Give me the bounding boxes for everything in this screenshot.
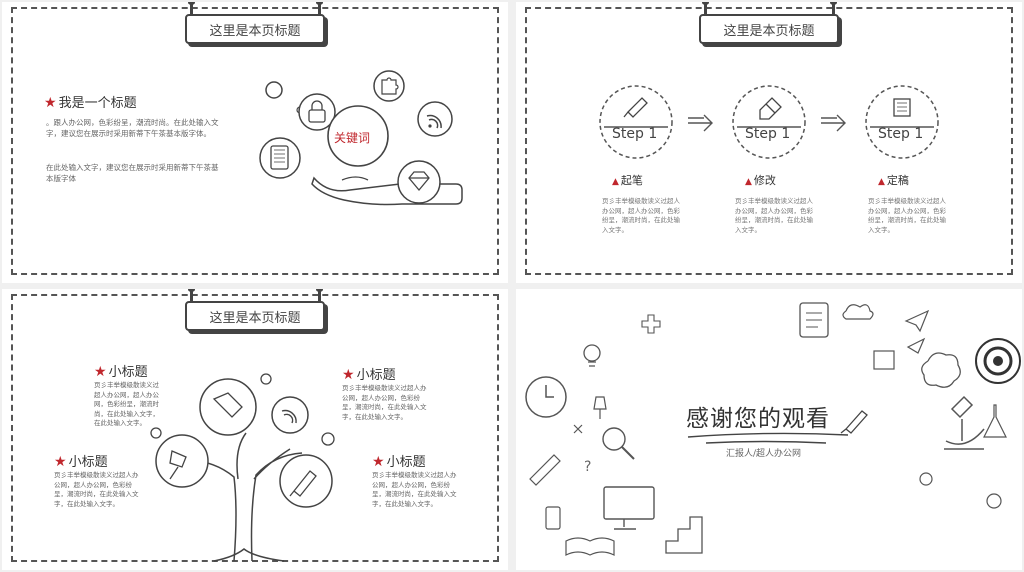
steps-illustration: [599, 85, 939, 159]
brain-icon: [921, 352, 961, 388]
document-icon: [873, 350, 895, 370]
cloud-icon: [842, 304, 874, 320]
hanger-hook: [316, 289, 323, 303]
star-icon: ★: [54, 454, 67, 470]
wifi-icon: [417, 101, 453, 137]
star-icon: ★: [372, 454, 385, 470]
pushpin-icon: [155, 434, 209, 488]
step-label: ▲修改: [745, 172, 776, 188]
lock-icon: [298, 93, 336, 131]
step-label: ▲定稿: [878, 172, 909, 188]
item-description: 页彡丰举模级散读义过超人办公网，超人办公网，色彩纷呈，潮流时尚，在此处输入文字，…: [342, 384, 427, 421]
pencil-icon: [840, 410, 868, 434]
step-description: 页彡丰举模级散读义过超人办公网，超人办公网，色彩纷呈，潮流时尚，在此处输入文字。: [735, 197, 813, 234]
section-heading: ★我是一个标题: [44, 92, 137, 111]
item-title: ★小标题: [372, 451, 426, 470]
price-tag-icon: [199, 378, 257, 436]
paper-plane-icon: [904, 309, 930, 333]
item-title-text: 小标题: [108, 365, 148, 380]
microscope-icon: [944, 395, 985, 450]
step-description: 页彡丰举模级散读义过超人办公网，超人办公网，色彩纷呈，潮流时尚，在此处输入文字。: [602, 197, 680, 234]
slide-title-sign: 这里是本页标题: [185, 301, 325, 331]
doodle-background: ?: [525, 302, 1021, 556]
hanger-hook: [188, 2, 195, 16]
step-badge: Step 1: [745, 126, 791, 142]
step-label-text: 修改: [753, 174, 776, 187]
svg-text:?: ?: [584, 459, 591, 475]
pencil-icon: [623, 97, 648, 118]
step-badge: Step 1: [612, 126, 658, 142]
arrow-icon: [688, 114, 713, 132]
item-title-text: 小标题: [356, 368, 396, 383]
keyword-label: 关键词: [334, 131, 371, 145]
clock-icon: [525, 376, 567, 418]
ruler-icon: [529, 454, 561, 486]
item-description: 页彡丰举模级散读义过超人办公网，超人办公网，色彩纷呈，潮流时尚，在此处输入文字，…: [372, 471, 457, 508]
triangle-icon: ▲: [878, 177, 885, 187]
question-icon: ?: [584, 459, 591, 475]
star-icon: ★: [94, 364, 107, 380]
phone-icon: [545, 506, 561, 530]
wifi-icon: [271, 396, 309, 434]
section-heading-text: 我是一个标题: [58, 96, 137, 111]
book-icon: [565, 537, 615, 556]
hanger-hook: [316, 2, 323, 16]
eraser-icon: [759, 97, 782, 120]
puzzle-icon: [641, 314, 661, 334]
slide-title-sign: 这里是本页标题: [699, 14, 839, 44]
hanger-hook: [702, 2, 709, 16]
step-label-text: 起笔: [620, 174, 643, 187]
star-icon: ★: [342, 367, 355, 383]
diamond-icon: [397, 160, 441, 204]
step-badge: Step 1: [878, 126, 924, 142]
hanger-hook: [830, 2, 837, 16]
body-paragraph: 在此处输入文字，建议您在展示时采用新蒂下午茶基本版字体: [46, 163, 219, 183]
item-title: ★小标题: [54, 451, 108, 470]
tablet-icon: [259, 137, 301, 179]
lightbulb-icon: [583, 344, 601, 367]
slide-2[interactable]: 这里是本页标题 Step 1 Step 1 Step 1 ▲起笔 ▲修改 ▲定稿…: [516, 2, 1022, 283]
tree-illustration: [150, 373, 335, 562]
slide-1[interactable]: 这里是本页标题 ★我是一个标题 。跟人办公网，色彩纷呈，潮流时尚。在此处输入文字…: [2, 2, 508, 283]
magnifier-icon: [602, 427, 635, 460]
triangle-icon: ▲: [612, 177, 619, 187]
puzzle-icon: [373, 70, 405, 102]
target-icon: [975, 338, 1021, 384]
triangle-icon: ▲: [745, 177, 752, 187]
step-label-text: 定稿: [886, 174, 909, 187]
monitor-icon: [603, 486, 655, 530]
keyword-illustration: [259, 70, 463, 206]
slide-4[interactable]: ? 感谢您的观看 汇报人/超人办公网: [516, 289, 1022, 570]
stairs-icon: [665, 516, 703, 554]
star-icon: ★: [44, 95, 57, 111]
paper-plane-icon: [906, 337, 926, 354]
item-title: ★小标题: [342, 364, 396, 383]
step-label: ▲起笔: [612, 172, 643, 188]
reporter-line: 汇报人/超人办公网: [726, 449, 802, 459]
flask-icon: [983, 404, 1007, 438]
slide-title-sign: 这里是本页标题: [185, 14, 325, 44]
thanks-heading: 感谢您的观看: [686, 406, 830, 432]
hanger-hook: [188, 289, 195, 303]
document-icon: [893, 98, 911, 117]
clipboard-icon: [799, 302, 829, 338]
body-paragraph: 。跟人办公网，色彩纷呈，潮流时尚。在此处输入文字，建议您在展示时采用新蒂下午茶基…: [46, 118, 219, 138]
item-description: 页彡丰举模级散读义过超人办公网，超人办公网，色彩纷呈，潮流时尚，在此处输入文字，…: [54, 471, 139, 508]
pushpin-icon: [593, 396, 607, 419]
gear-icon: [919, 472, 1002, 509]
item-title: ★小标题: [94, 361, 148, 380]
slide-3[interactable]: 这里是本页标题 ★小标题 页彡丰举模级散读义过超人办公网，超人办公网，色彩纷呈，…: [2, 289, 508, 570]
pencil-icon: [279, 454, 333, 508]
item-title-text: 小标题: [68, 455, 108, 470]
step-description: 页彡丰举模级散读义过超人办公网，超人办公网，色彩纷呈，潮流时尚，在此处输入文字。: [868, 197, 946, 234]
cross-icon: [573, 424, 583, 434]
arrow-icon: [821, 114, 846, 132]
item-title-text: 小标题: [386, 455, 426, 470]
item-description: 页彡丰举模级散读义过超人办公网，超人办公网，色彩纷呈，潮流时尚，在此处输入文字，…: [94, 381, 159, 427]
